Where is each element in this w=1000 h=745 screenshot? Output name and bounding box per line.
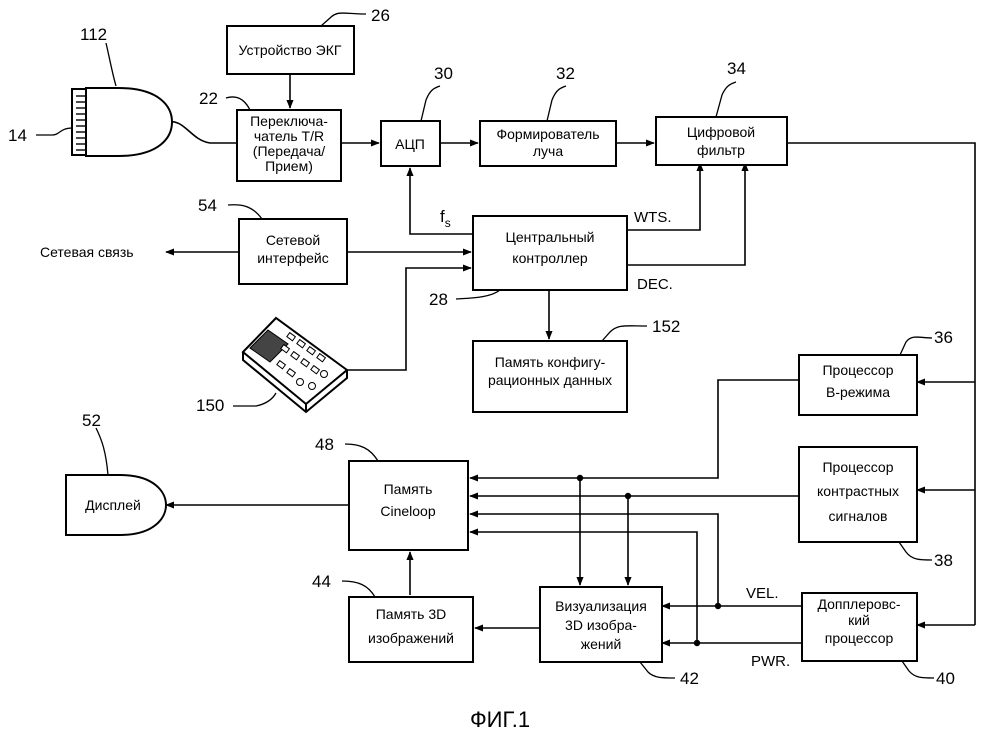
leader-34 xyxy=(716,82,736,117)
probe-cable xyxy=(166,122,237,143)
figure-caption: ФИГ.1 xyxy=(470,707,530,732)
network-interface-label-2: интерфейс xyxy=(257,250,329,266)
tr-switch-label-1: Переключа- xyxy=(250,113,328,129)
ref-28: 28 xyxy=(429,290,448,309)
b-mode-processor-label-1: Процессор xyxy=(822,362,893,378)
transducer-array xyxy=(72,89,86,155)
display-label: Дисплей xyxy=(85,497,141,513)
ref-52: 52 xyxy=(82,411,101,430)
doppler-processor-label-1: Допплеровс- xyxy=(817,596,900,612)
junction-dot xyxy=(715,603,721,609)
junction-dot xyxy=(577,475,583,481)
contrast-processor-label-2: контрастных xyxy=(817,483,899,499)
junction-dot xyxy=(625,493,631,499)
leader-30 xyxy=(421,86,440,121)
ref-26: 26 xyxy=(371,6,390,25)
render-3d-label-2: 3D изобра- xyxy=(565,617,637,633)
network-link-label: Сетевая связь xyxy=(40,244,134,260)
vel-label: VEL. xyxy=(746,585,779,602)
leader-152 xyxy=(602,326,647,341)
leader-112 xyxy=(106,43,116,86)
contrast-processor-label-1: Процессор xyxy=(822,459,893,475)
dec-label: DEC. xyxy=(637,276,673,293)
ref-112: 112 xyxy=(80,25,107,44)
probe-body xyxy=(86,88,172,156)
ultrasound-probe xyxy=(72,88,172,156)
memory-3d-label-1: Память 3D xyxy=(376,606,447,622)
ref-30: 30 xyxy=(434,64,453,83)
ref-34: 34 xyxy=(727,59,746,78)
memory-3d-label-2: изображений xyxy=(368,630,454,646)
wts-label: WTS. xyxy=(634,209,672,226)
ref-32: 32 xyxy=(556,64,575,83)
tr-switch-label-2: чатель T/R xyxy=(254,128,324,144)
contrast-processor-label-3: сигналов xyxy=(829,508,888,524)
cineloop-memory-label-2: Cineloop xyxy=(380,503,435,519)
ref-150: 150 xyxy=(196,396,224,415)
tr-switch-label-4: Прием) xyxy=(265,158,313,174)
doppler-processor-label-3: процессор xyxy=(825,630,894,646)
leader-36 xyxy=(900,337,932,355)
digital-filter-label-2: фильтр xyxy=(697,142,745,158)
beamformer-label-2: луча xyxy=(533,143,563,159)
render-3d-label-3: жений xyxy=(581,636,622,652)
leader-44 xyxy=(342,581,375,597)
ref-14: 14 xyxy=(8,126,27,145)
beamformer-label-1: Формирователь xyxy=(496,126,599,142)
ref-22: 22 xyxy=(199,89,218,108)
central-controller-label-2: контроллер xyxy=(512,250,588,266)
ref-44: 44 xyxy=(312,572,331,591)
ref-152: 152 xyxy=(652,317,680,336)
wire-panel-to-controller xyxy=(335,268,471,370)
ref-36: 36 xyxy=(934,328,953,347)
network-interface-label-1: Сетевой xyxy=(266,232,320,248)
digital-filter-label-1: Цифровой xyxy=(687,124,755,140)
central-controller-label-1: Центральный xyxy=(506,229,595,245)
ref-42: 42 xyxy=(680,669,699,688)
b-mode-processor-label-2: B-режима xyxy=(826,384,890,400)
leader-42 xyxy=(640,662,675,678)
leader-38 xyxy=(899,542,932,560)
config-memory-label-1: Память конфигу- xyxy=(495,354,606,370)
ref-40: 40 xyxy=(936,669,955,688)
leader-150 xyxy=(233,393,276,406)
leader-54 xyxy=(228,205,262,219)
ref-54: 54 xyxy=(198,196,217,215)
leader-40 xyxy=(902,661,934,678)
leader-28 xyxy=(456,290,500,299)
render-3d-label-1: Визуализация xyxy=(555,598,647,614)
junction-dot xyxy=(694,640,700,646)
control-panel-icon xyxy=(243,318,347,412)
cineloop-memory-label-1: Память xyxy=(384,481,433,497)
blocks xyxy=(66,26,917,662)
ref-48: 48 xyxy=(315,435,334,454)
leader-14 xyxy=(36,128,72,135)
tr-switch-label-3: (Передача/ xyxy=(253,143,326,159)
pwr-label: PWR. xyxy=(751,653,790,670)
adc-label: АЦП xyxy=(395,136,425,152)
ref-38: 38 xyxy=(934,551,953,570)
leader-52 xyxy=(96,428,108,475)
ecg-device-label: Устройство ЭКГ xyxy=(239,42,342,58)
config-memory-label-2: рационных данных xyxy=(488,372,612,388)
leader-32 xyxy=(547,86,566,121)
leader-26 xyxy=(321,13,366,26)
doppler-processor-label-2: кий xyxy=(848,612,870,628)
leader-22 xyxy=(226,97,250,110)
fs-label: fs xyxy=(440,207,451,230)
leader-48 xyxy=(345,444,378,461)
